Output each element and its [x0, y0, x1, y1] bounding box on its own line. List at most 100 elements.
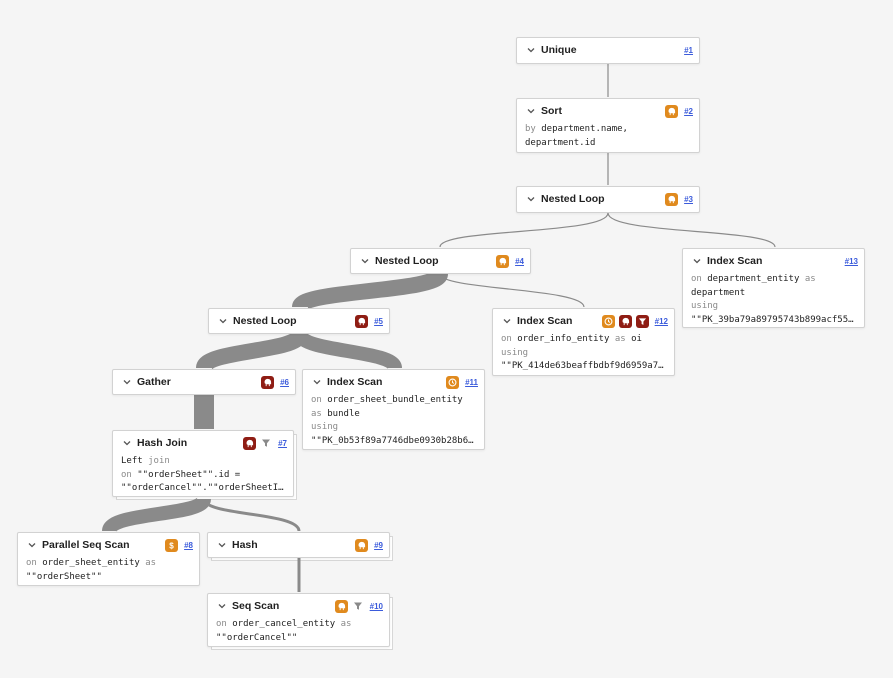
table-name: order_sheet_entity [42, 558, 140, 568]
edge-4-12 [439, 273, 585, 308]
elephant-icon[interactable] [243, 436, 257, 450]
node-title: Index Scan [707, 255, 763, 267]
node-id-link[interactable]: #4 [515, 256, 524, 266]
plan-node-index-scan-12[interactable]: Index Scan #12 on order_info_entity as o… [492, 308, 675, 376]
node-id-link[interactable]: #5 [374, 316, 383, 326]
chevron-down-icon[interactable] [216, 539, 228, 551]
node-id-link[interactable]: #1 [684, 45, 693, 55]
chevron-down-icon[interactable] [121, 376, 133, 388]
keyword-using: using [691, 301, 719, 311]
sort-key-1: department.name, [541, 124, 628, 134]
node-id-link[interactable]: #9 [374, 540, 383, 550]
elephant-icon[interactable] [618, 314, 632, 328]
plan-node-hash[interactable]: Hash #9 [207, 532, 393, 561]
node-title: Sort [541, 105, 562, 117]
node-title: Unique [541, 44, 577, 56]
join-condition-2: ""orderCancel"".""orderSheetI… [121, 483, 284, 493]
sort-key-2: department.id [525, 137, 596, 148]
elephant-icon[interactable] [261, 375, 275, 389]
node-id-link[interactable]: #10 [369, 601, 383, 611]
node-id-link[interactable]: #13 [844, 256, 858, 266]
plan-node-hash-join[interactable]: Hash Join #7 Left join on ""orderSheet""… [112, 430, 297, 500]
keyword-using: using [501, 347, 529, 358]
keyword-join: join [148, 456, 170, 466]
chevron-down-icon[interactable] [311, 376, 323, 388]
node-title: Index Scan [517, 315, 573, 327]
elephant-icon[interactable] [334, 599, 348, 613]
elephant-icon[interactable] [355, 538, 369, 552]
plan-node-nested-loop-4[interactable]: Nested Loop #4 [350, 248, 531, 274]
chevron-down-icon[interactable] [691, 255, 703, 267]
chevron-down-icon[interactable] [217, 315, 229, 327]
node-title: Gather [137, 376, 171, 388]
plan-node-parallel-seq-scan[interactable]: Parallel Seq Scan $ #8 on order_sheet_en… [17, 532, 200, 586]
plan-node-index-scan-11[interactable]: Index Scan #11 on order_sheet_bundle_ent… [302, 369, 485, 450]
keyword-as: as [145, 558, 157, 568]
keyword-by: by [525, 124, 536, 134]
plan-node-gather[interactable]: Gather #6 [112, 369, 296, 395]
table-alias: bundle [327, 408, 360, 419]
node-id-link[interactable]: #2 [684, 106, 693, 116]
clock-icon[interactable] [601, 314, 615, 328]
node-id-link[interactable]: #3 [684, 194, 693, 204]
table-alias: ""orderSheet"" [26, 571, 102, 582]
index-name: ""PK_414de63beaffbdbf9d6959a7… [501, 361, 664, 371]
elephant-icon[interactable] [496, 254, 510, 268]
table-name: order_sheet_bundle_entity [327, 395, 463, 405]
plan-node-nested-loop-3[interactable]: Nested Loop #3 [516, 186, 700, 213]
node-title: Hash Join [137, 437, 188, 449]
keyword-as: as [340, 619, 352, 629]
plan-node-seq-scan[interactable]: Seq Scan #10 on order_cancel_entity as "… [207, 593, 393, 650]
edge-5-11 [293, 331, 402, 371]
node-id-link[interactable]: #7 [278, 438, 287, 448]
table-alias: oi [631, 334, 642, 344]
filter-icon[interactable] [635, 314, 649, 328]
chevron-down-icon[interactable] [525, 105, 537, 117]
node-id-link[interactable]: #6 [280, 377, 289, 387]
node-id-link[interactable]: #11 [465, 377, 478, 387]
index-name: ""PK_39ba79a89795743b899acf55… [691, 314, 854, 325]
table-alias: ""orderCancel"" [216, 632, 298, 643]
plan-node-unique[interactable]: Unique #1 [516, 37, 700, 64]
dollar-icon[interactable]: $ [165, 538, 179, 552]
node-id-link[interactable]: #8 [184, 540, 193, 550]
table-name: department_entity [707, 274, 800, 284]
chevron-down-icon[interactable] [525, 44, 537, 56]
plan-node-nested-loop-5[interactable]: Nested Loop #5 [208, 308, 390, 334]
elephant-icon[interactable] [665, 192, 679, 206]
keyword-on: on [121, 469, 132, 480]
table-name: order_cancel_entity [232, 619, 336, 629]
keyword-as: as [804, 274, 816, 284]
node-title: Parallel Seq Scan [42, 539, 130, 551]
chevron-down-icon[interactable] [26, 539, 38, 551]
table-name: order_info_entity [517, 334, 610, 344]
node-title: Nested Loop [541, 193, 605, 205]
keyword-on: on [311, 395, 322, 405]
filter-icon[interactable] [260, 437, 272, 449]
plan-node-sort[interactable]: Sort #2 by department.name, department.i… [516, 98, 700, 153]
chevron-down-icon[interactable] [525, 193, 537, 205]
svg-text:$: $ [169, 541, 174, 550]
edge-5-6 [196, 330, 308, 372]
keyword-on: on [501, 334, 512, 344]
node-title: Nested Loop [233, 315, 297, 327]
index-name: ""PK_0b53f89a7746dbe0930b28b6… [311, 435, 474, 446]
chevron-down-icon[interactable] [359, 255, 371, 267]
chevron-down-icon[interactable] [501, 315, 513, 327]
filter-icon[interactable] [352, 600, 364, 612]
keyword-on: on [26, 558, 37, 568]
table-alias: department [691, 287, 746, 298]
keyword-on: on [216, 619, 227, 629]
chevron-down-icon[interactable] [216, 600, 228, 612]
keyword-on: on [691, 274, 702, 284]
chevron-down-icon[interactable] [121, 437, 133, 449]
clock-icon[interactable] [446, 375, 460, 389]
node-id-link[interactable]: #12 [654, 316, 668, 326]
keyword-as: as [614, 334, 626, 344]
elephant-icon[interactable] [355, 314, 369, 328]
plan-node-index-scan-13[interactable]: Index Scan #13 on department_entity as d… [682, 248, 865, 328]
edge-4-5 [292, 270, 448, 312]
edge-3-13 [607, 212, 776, 248]
elephant-icon[interactable] [665, 104, 679, 118]
